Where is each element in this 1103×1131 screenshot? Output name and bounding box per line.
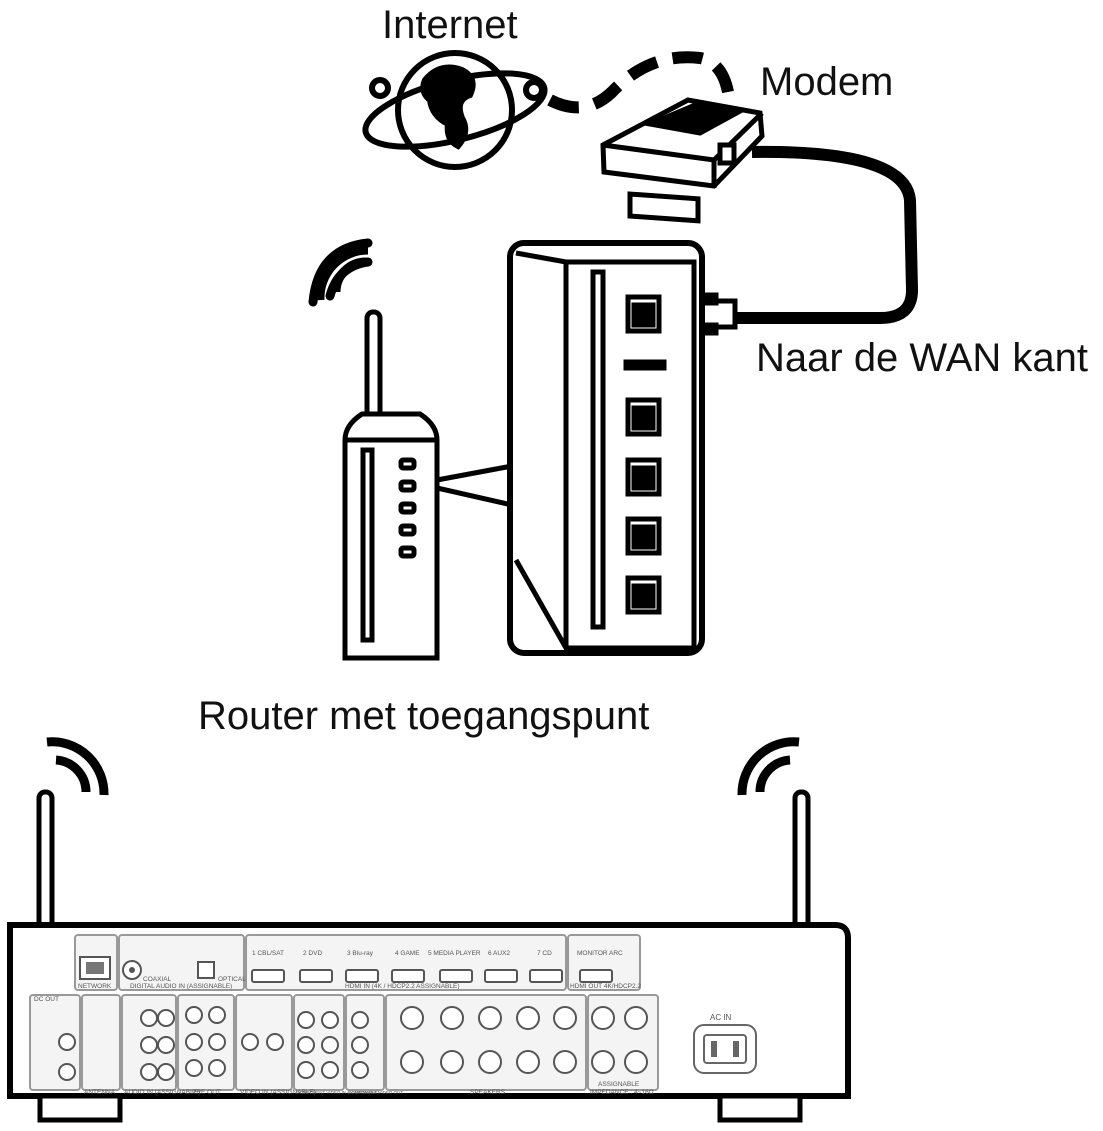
router-ethernet-ports <box>625 294 662 615</box>
router-label: Router met toegangspunt <box>198 694 650 738</box>
panel-digital-audio-label: DIGITAL AUDIO IN (ASSIGNABLE) <box>130 983 232 990</box>
router-wifi-waves <box>315 245 369 301</box>
panel-network-label: NETWORK <box>78 983 112 990</box>
panel-audio-in-label: AUDIO IN (ASSIGNABLE) <box>124 1089 200 1096</box>
panel-component-out-label: COMPONENT VIDEO OUT <box>348 1090 403 1095</box>
wan-side-label: Naar de WAN kant <box>756 336 1088 380</box>
modem-icon <box>600 97 765 224</box>
router-zoom-callout <box>434 240 705 656</box>
receiver-wifi-left-icon <box>46 737 109 796</box>
lan-port-1-icon <box>625 397 662 437</box>
lan-port-4-icon <box>625 575 662 615</box>
internet-globe-icon <box>362 50 548 170</box>
panel-hdmi-in-6: 6 AUX2 <box>488 950 510 957</box>
modem-label: Modem <box>760 60 894 104</box>
panel-video-in-label: VIDEO IN (ASSIGNABLE) <box>240 1089 316 1096</box>
panel-hdmi-in-5: 5 MEDIA PLAYER <box>428 950 481 957</box>
panel-monitor-arc-label: MONITOR ARC <box>577 950 623 957</box>
lan-port-2-icon <box>625 457 662 497</box>
panel-antenna-label: ANTENNA <box>84 1089 116 1096</box>
receiver-icon: NETWORK DIGITAL AUDIO IN (ASSIGNABLE) CO… <box>7 737 851 1123</box>
panel-impedance-label: IMPEDANCE : 4~16Ω <box>590 1089 654 1096</box>
ac-inlet-icon <box>693 1024 757 1074</box>
panel-pre-out-label: PRE OUT <box>192 1089 221 1096</box>
panel-hdmi-in-1: 1 CBL/SAT <box>252 950 284 957</box>
panel-hdmi-out-label: HDMI OUT 4K/HDCP2.2 <box>570 983 641 990</box>
panel-coaxial-label: COAXIAL <box>143 976 172 983</box>
panel-hdmi-in-label: HDMI IN (4K / HDCP2.2 ASSIGNABLE) <box>345 983 460 990</box>
router-icon <box>342 309 440 661</box>
receiver-wifi-right-icon <box>737 737 800 796</box>
internet-label: Internet <box>382 3 518 47</box>
panel-hdmi-in-2: 2 DVD <box>303 950 322 957</box>
lan-port-3-icon <box>625 516 662 556</box>
panel-optical-label: OPTICAL <box>218 976 246 983</box>
panel-ac-in-label: AC IN <box>710 1013 732 1022</box>
panel-hdmi-in-4: 4 GAME <box>395 950 420 957</box>
panel-assignable-label: ASSIGNABLE <box>598 1081 640 1088</box>
wan-cable <box>730 145 918 324</box>
internet-modem-link <box>547 51 734 114</box>
panel-hdmi-in-3: 3 Blu-ray <box>347 950 374 957</box>
panel-hdmi-in-7: 7 CD <box>537 950 552 957</box>
panel-component-in-label: COMPONENT VIDEO IN (ASSIGNABLE) <box>296 1090 379 1095</box>
wan-port-icon <box>625 294 662 334</box>
panel-speakers-label: SPEAKERS <box>470 1089 506 1096</box>
panel-dc-out-label: DC OUT <box>34 996 59 1003</box>
